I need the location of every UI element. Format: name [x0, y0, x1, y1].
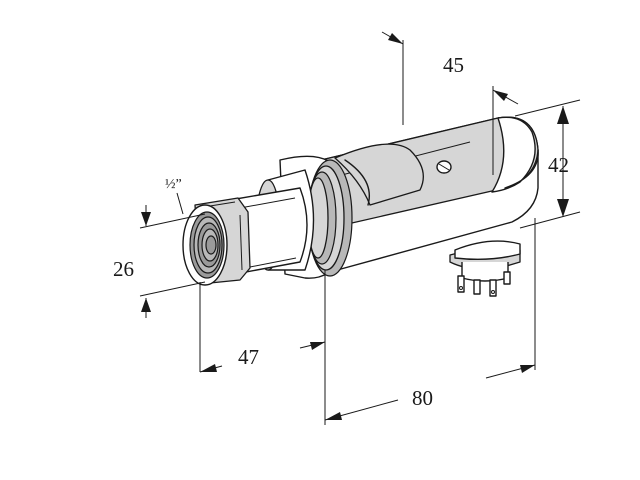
dimension-label-thread-size: ½” — [165, 177, 182, 192]
dimension-45: 45 — [381, 31, 519, 175]
dimension-26: 26 — [113, 205, 206, 318]
dimension-label-overall-length: 80 — [412, 386, 433, 410]
housing — [297, 116, 539, 274]
dimension-47: 47 — [199, 270, 326, 425]
dimension-thread: ½” — [165, 177, 184, 215]
thread-opening — [182, 204, 228, 286]
dimension-80: 80 — [324, 218, 536, 421]
dimension-label-top-length: 45 — [443, 53, 464, 77]
dimension-label-nose-length: 47 — [238, 345, 259, 369]
bottom-connector — [449, 240, 521, 297]
dimension-label-diameter: 26 — [113, 257, 134, 281]
dimension-42: 42 — [514, 99, 581, 229]
dimension-label-height: 42 — [548, 153, 569, 177]
